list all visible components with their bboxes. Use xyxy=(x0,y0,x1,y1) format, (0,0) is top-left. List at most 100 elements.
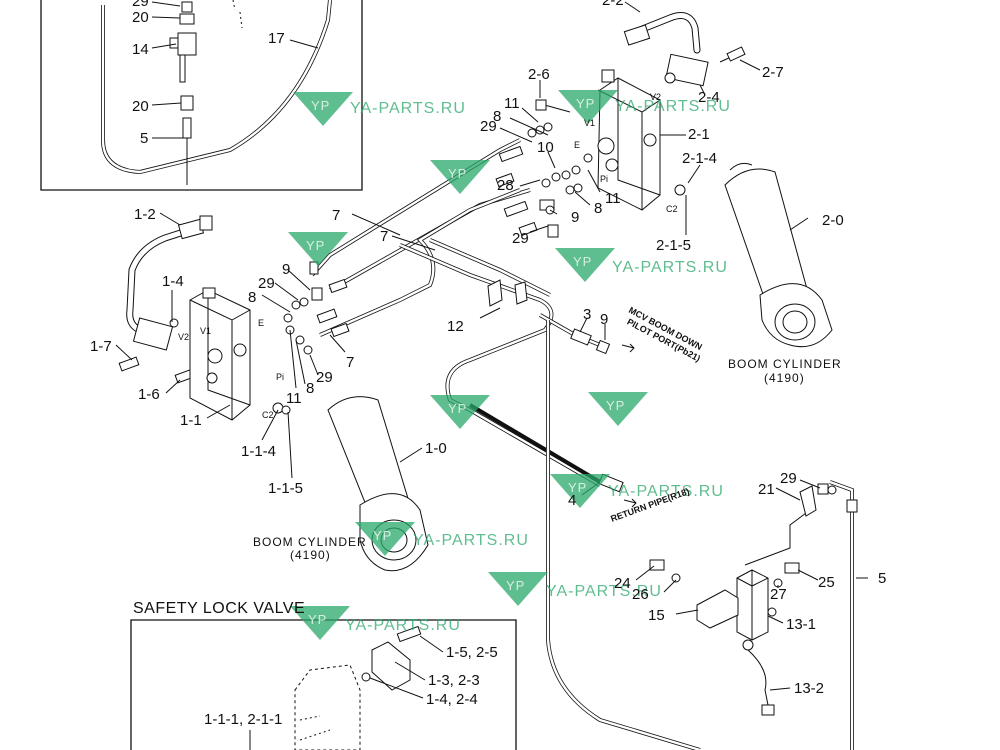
watermark-text-11: YA-PARTS.RU xyxy=(345,617,461,634)
port-c2-left: C2 xyxy=(262,410,274,420)
callout-11-b: 11 xyxy=(605,190,621,207)
watermark-1: YP YA-PARTS.RU xyxy=(293,92,466,126)
port-v2-right: V2 xyxy=(650,92,661,102)
port-v1-right: V1 xyxy=(584,118,595,128)
callout-13-2: 13-2 xyxy=(794,680,824,697)
port-e-left: E xyxy=(258,318,264,328)
callout-9-a: 9 xyxy=(571,209,579,226)
watermark-5: YP YA-PARTS.RU xyxy=(555,248,728,282)
watermark-text-8: YA-PARTS.RU xyxy=(608,483,724,500)
leader-lines xyxy=(115,1,868,750)
pressure-switch-assembly xyxy=(649,483,837,716)
watermark-9: YP YA-PARTS.RU xyxy=(355,522,529,556)
callout-5-inset: 5 xyxy=(140,130,148,147)
mcv-arrow-icon xyxy=(621,343,635,353)
watermark-2: YP YA-PARTS.RU xyxy=(558,90,731,124)
watermark-text-1: YA-PARTS.RU xyxy=(350,100,466,117)
callout-3: 3 xyxy=(583,306,591,323)
watermark-text-2: YA-PARTS.RU xyxy=(615,98,731,115)
callout-10: 10 xyxy=(537,139,554,156)
callout-1-7: 1-7 xyxy=(90,338,112,355)
port-labels: V2 V1 E Pi C2 V2 V1 E Pi C2 xyxy=(178,92,678,420)
callout-1-5-2-5: 1-5, 2-5 xyxy=(446,644,498,661)
callout-4: 4 xyxy=(568,492,576,509)
callout-1-6: 1-6 xyxy=(138,386,160,403)
port-v2-left: V2 xyxy=(178,332,189,342)
port-c2-right: C2 xyxy=(666,204,678,214)
watermark-7: YP xyxy=(588,392,648,426)
safety-valve-left xyxy=(118,215,291,421)
callout-2-1-4: 2-1-4 xyxy=(682,150,717,167)
watermark-logo-7: YP xyxy=(606,398,625,413)
port-pi-left: Pi xyxy=(276,372,284,382)
watermark-3: YP xyxy=(430,160,490,194)
callout-24: 24 xyxy=(614,575,631,592)
callout-2-2: 2-2 xyxy=(602,0,624,9)
callout-17: 17 xyxy=(268,30,285,47)
callout-1-4-2-4: 1-4, 2-4 xyxy=(426,691,478,708)
watermark-logo-10: YP xyxy=(506,578,525,593)
boom-cylinder-right xyxy=(724,162,833,348)
watermark-logo-3: YP xyxy=(448,166,467,181)
callout-1-2: 1-2 xyxy=(134,206,156,223)
watermarks: YP YA-PARTS.RU YP YA-PARTS.RU YP YP YP Y… xyxy=(288,90,731,640)
callout-1-0: 1-0 xyxy=(425,440,447,457)
callout-12: 12 xyxy=(447,318,464,335)
watermark-logo-11: YP xyxy=(308,612,327,627)
watermark-logo-8: YP xyxy=(568,480,587,495)
callout-29-c: 29 xyxy=(258,275,275,292)
callout-20-b: 20 xyxy=(132,98,149,115)
callout-26: 26 xyxy=(632,586,649,603)
watermark-10: YP YA-PARTS.RU xyxy=(488,572,662,606)
callout-1-1: 1-1 xyxy=(180,412,202,429)
callout-13-1: 13-1 xyxy=(786,616,816,633)
watermark-6: YP xyxy=(430,395,490,429)
callout-9-c: 9 xyxy=(600,311,608,328)
safety-valve-right xyxy=(535,12,746,211)
callout-2-7: 2-7 xyxy=(762,64,784,81)
callout-8-a: 8 xyxy=(493,108,501,125)
return-arrow-icon xyxy=(623,498,637,508)
boom-cylinder-left-label: BOOM CYLINDER xyxy=(253,535,367,549)
callout-1-4: 1-4 xyxy=(162,273,184,290)
callout-15: 15 xyxy=(648,607,665,624)
callout-7-b: 7 xyxy=(380,228,388,245)
port-pi-right: Pi xyxy=(600,174,608,184)
callout-1-1-1-2-1-1: 1-1-1, 2-1-1 xyxy=(204,711,282,728)
watermark-text-9: YA-PARTS.RU xyxy=(413,532,529,549)
boom-cylinder-left-code: (4190) xyxy=(290,548,331,562)
callout-1-3-2-3: 1-3, 2-3 xyxy=(428,672,480,689)
watermark-11: YP YA-PARTS.RU xyxy=(290,606,461,640)
callout-27: 27 xyxy=(770,586,787,603)
callout-1-1-4: 1-1-4 xyxy=(241,443,276,460)
callout-8-d: 8 xyxy=(306,380,314,397)
watermark-text-10: YA-PARTS.RU xyxy=(546,583,662,600)
callout-25: 25 xyxy=(818,574,835,591)
callout-14: 14 xyxy=(132,41,149,58)
callout-29-d: 29 xyxy=(316,369,333,386)
callout-5-main: 5 xyxy=(878,570,886,587)
port-v1-left: V1 xyxy=(200,326,211,336)
watermark-logo-1: YP xyxy=(311,98,330,113)
boom-cylinder-right-label: BOOM CYLINDER xyxy=(728,357,842,371)
safety-lock-valve-title: SAFETY LOCK VALVE xyxy=(133,600,305,617)
callout-20-a: 20 xyxy=(132,9,149,26)
callout-29-top: 29 xyxy=(132,0,149,10)
watermark-logo-5: YP xyxy=(573,254,592,269)
callout-2-1-5: 2-1-5 xyxy=(656,237,691,254)
callout-8-c: 8 xyxy=(248,289,256,306)
callout-7-c: 7 xyxy=(346,354,354,371)
callout-28: 28 xyxy=(497,177,514,194)
callout-29-e: 29 xyxy=(780,470,797,487)
watermark-logo-2: YP xyxy=(576,96,595,111)
callout-21: 21 xyxy=(758,481,775,498)
hose-pipe-network xyxy=(283,122,858,750)
watermark-text-5: YA-PARTS.RU xyxy=(612,259,728,276)
detail-inset-frame xyxy=(40,0,363,191)
callout-8-b: 8 xyxy=(594,200,602,217)
callout-2-1: 2-1 xyxy=(688,126,710,143)
callout-7-a: 7 xyxy=(332,207,340,224)
watermark-4: YP xyxy=(288,232,348,266)
callout-29-a: 29 xyxy=(480,118,497,135)
